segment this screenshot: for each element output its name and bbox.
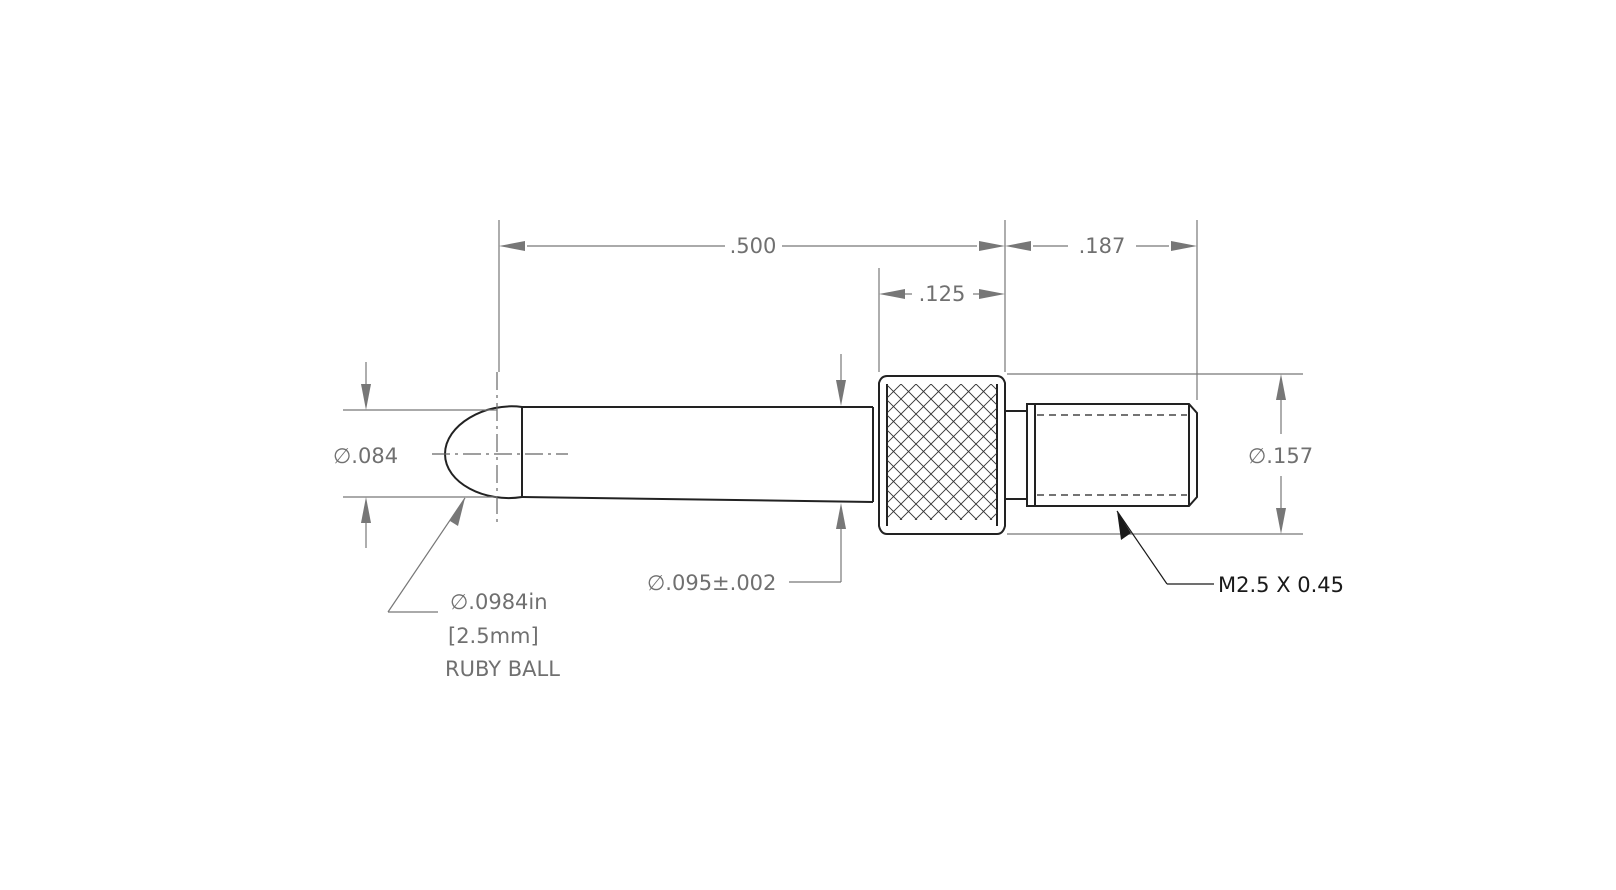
knurl-line	[899, 422, 997, 520]
knurl-line	[887, 444, 963, 520]
dimension-collar-diameter: ∅.157	[1248, 374, 1313, 534]
extension-lines	[343, 220, 1303, 535]
dimension-knurl-width: .125	[879, 282, 1005, 306]
knurl-line	[887, 459, 948, 520]
knurl-line	[929, 452, 997, 520]
knurl-line	[887, 384, 902, 399]
callout-ball-material: RUBY BALL	[445, 657, 560, 681]
knurl-line	[887, 392, 997, 504]
dimension-label-ball-diameter: ∅.084	[333, 444, 398, 468]
knurl-pattern	[887, 384, 997, 520]
knurl-line	[887, 384, 977, 474]
knurl-line	[944, 467, 997, 520]
callout-ball-size-in: ∅.0984in	[450, 590, 548, 614]
dimension-overall-length: .500	[499, 234, 1005, 258]
knurl-line	[887, 384, 932, 429]
knurl-line	[887, 429, 978, 520]
knurl-line	[887, 504, 903, 520]
dimension-label-collar-diameter: ∅.157	[1248, 444, 1313, 468]
knurl-line	[887, 384, 947, 444]
knurl-line	[959, 482, 997, 520]
dimension-label-length: .500	[730, 234, 777, 258]
callout-thread-spec: M2.5 X 0.45	[1218, 573, 1344, 597]
dimension-ball-diameter: ∅.084	[333, 362, 398, 548]
knurl-line	[887, 474, 933, 520]
ball-center-mark	[432, 372, 568, 522]
thread-callout-leader	[1116, 510, 1214, 585]
knurl-line	[887, 384, 997, 496]
shank-bottom-edge	[521, 496, 874, 503]
dimension-thread-length: .187	[1005, 234, 1197, 258]
ball-callout-leader	[387, 497, 466, 613]
knurl-line	[914, 437, 997, 520]
dimension-label-thread-length: .187	[1079, 234, 1126, 258]
knurl-line	[887, 384, 917, 414]
knurl-line	[887, 384, 962, 459]
knurl-line	[887, 399, 997, 511]
dimension-label-shank-diameter: ∅.095±.002	[647, 571, 776, 595]
callout-ball-size-mm: [2.5mm]	[448, 624, 539, 648]
threaded-stud	[1026, 403, 1198, 507]
knurl-line	[887, 407, 997, 519]
knurl-line	[887, 384, 992, 489]
dimension-label-knurl-width: .125	[919, 282, 966, 306]
ruby-ball	[443, 405, 523, 500]
knurled-collar	[878, 375, 1006, 535]
knurl-line	[887, 489, 918, 520]
part-outline	[443, 375, 1198, 535]
dimension-shank-diameter: ∅.095±.002	[647, 354, 846, 595]
knurl-line	[887, 414, 993, 520]
